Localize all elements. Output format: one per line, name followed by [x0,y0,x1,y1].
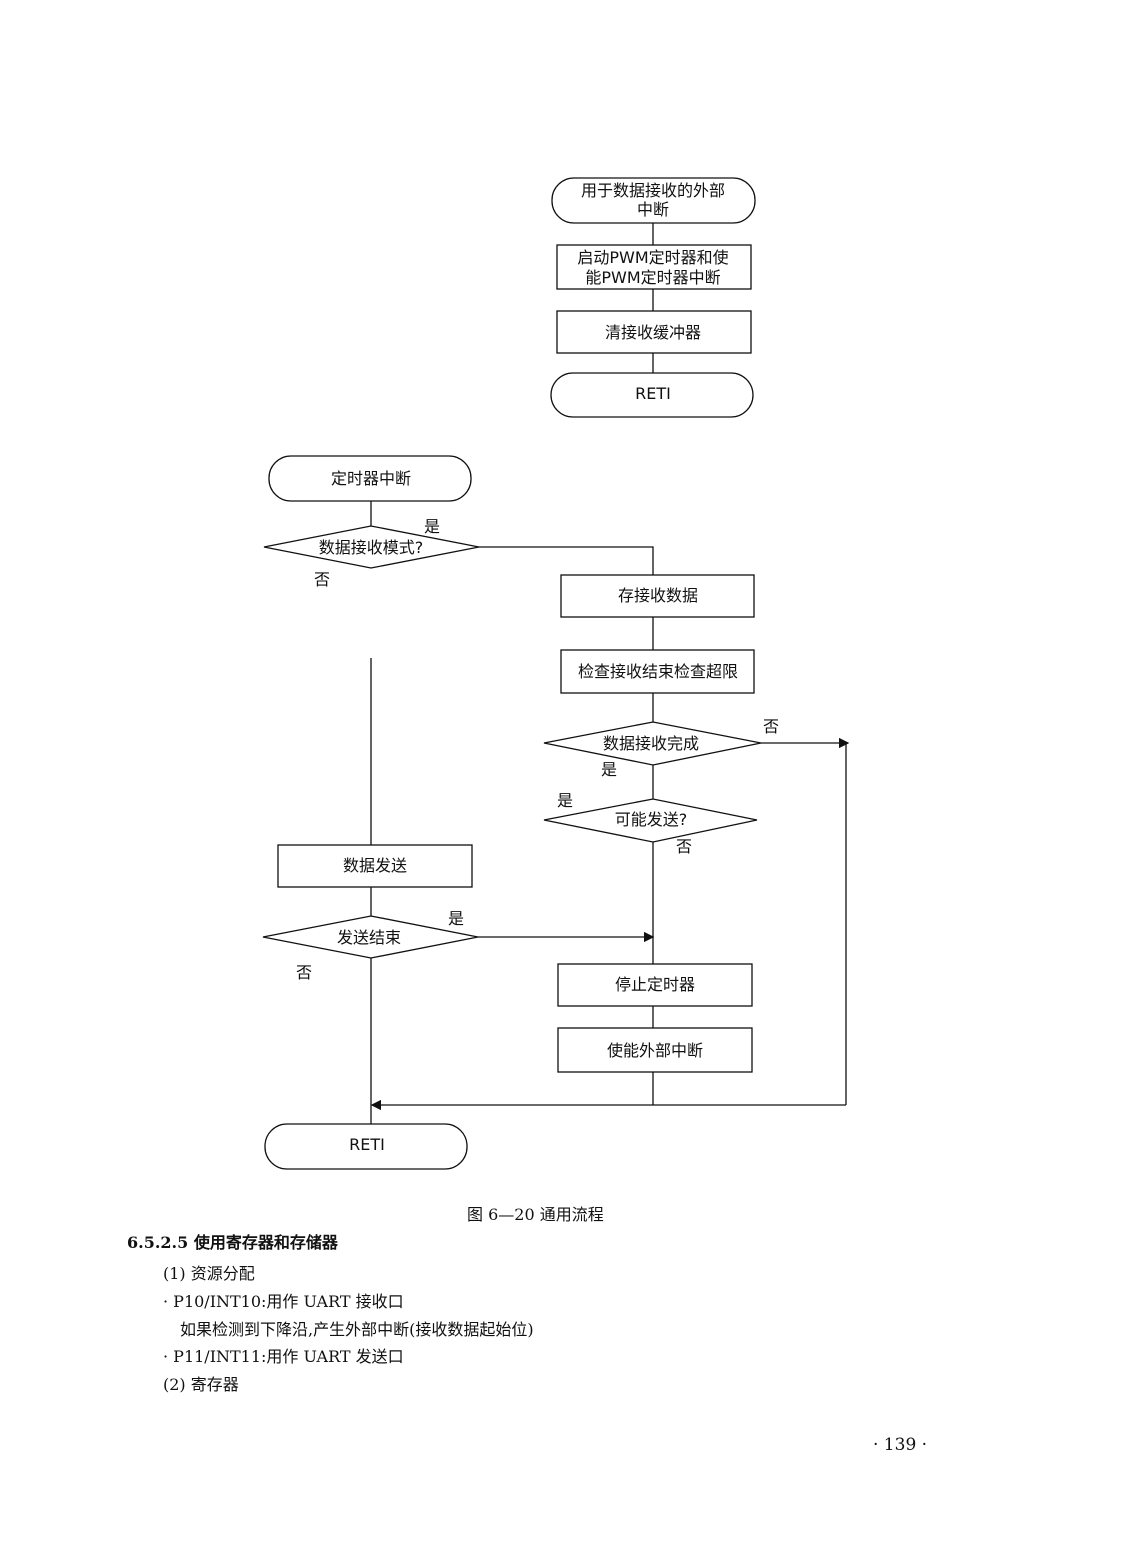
data-send-label: 数据发送 [343,856,407,875]
step2-label: 清接收缓冲器 [605,323,701,342]
section-title: 6.5.2.5 使用寄存器和存储器 [127,1233,338,1252]
timer-start-label: 定时器中断 [331,469,411,488]
reti-top-label: RETI [635,384,671,403]
process-enable-ext [557,1027,753,1073]
terminal-reti-bottom [264,1123,468,1170]
process-clear-buffer [556,310,752,354]
reti-bottom-label: RETI [349,1135,385,1154]
stop-timer-label: 停止定时器 [615,975,695,994]
decision-can-send [543,798,758,843]
body-line-4: · P11/INT11:用作 UART 发送口 [163,1347,404,1366]
enable-ext-label: 使能外部中断 [607,1041,703,1060]
start-line2: 中断 [637,200,669,219]
terminal-reti-top [550,372,754,418]
send-end-yes-label: 是 [448,909,464,928]
process-data-send [277,844,473,888]
process-stop-timer [557,963,753,1007]
send-end-decision-label: 发送结束 [337,928,401,947]
body-line-1: (1) 资源分配 [163,1264,255,1283]
check-label: 检查接收结束检查超限 [578,662,738,681]
send-end-no-label: 否 [296,963,312,982]
body-line-2: · P10/INT10:用作 UART 接收口 [163,1292,404,1311]
start-line1: 用于数据接收的外部 [581,181,725,200]
send-no-label: 否 [676,837,692,856]
send-yes-label: 是 [557,791,573,810]
store-label: 存接收数据 [618,586,698,605]
done-decision-label: 数据接收完成 [603,734,699,753]
mode-no-label: 否 [314,570,330,589]
flowchart: 用于数据接收的外部 中断 启动PWM定时器和使 能PWM定时器中断 清接收缓冲器… [262,177,850,1170]
mode-decision-label: 数据接收模式? [319,538,424,557]
body-line-5: (2) 寄存器 [163,1375,239,1394]
done-yes-label: 是 [601,760,617,779]
process-start-pwm [556,244,752,290]
step1-line1: 启动PWM定时器和使 [577,248,728,267]
process-check-end [560,649,755,694]
done-no-label: 否 [763,717,779,736]
page-number: · 139 · [873,1435,928,1455]
step1-line2: 能PWM定时器中断 [585,268,720,287]
send-decision-label: 可能发送? [615,810,688,829]
process-store-data [560,574,755,618]
body-line-3: 如果检测到下降沿,产生外部中断(接收数据起始位) [180,1320,534,1339]
mode-yes-label: 是 [424,517,440,536]
figure-caption: 图 6—20 通用流程 [467,1205,604,1224]
terminal-timer-interrupt [268,455,472,502]
